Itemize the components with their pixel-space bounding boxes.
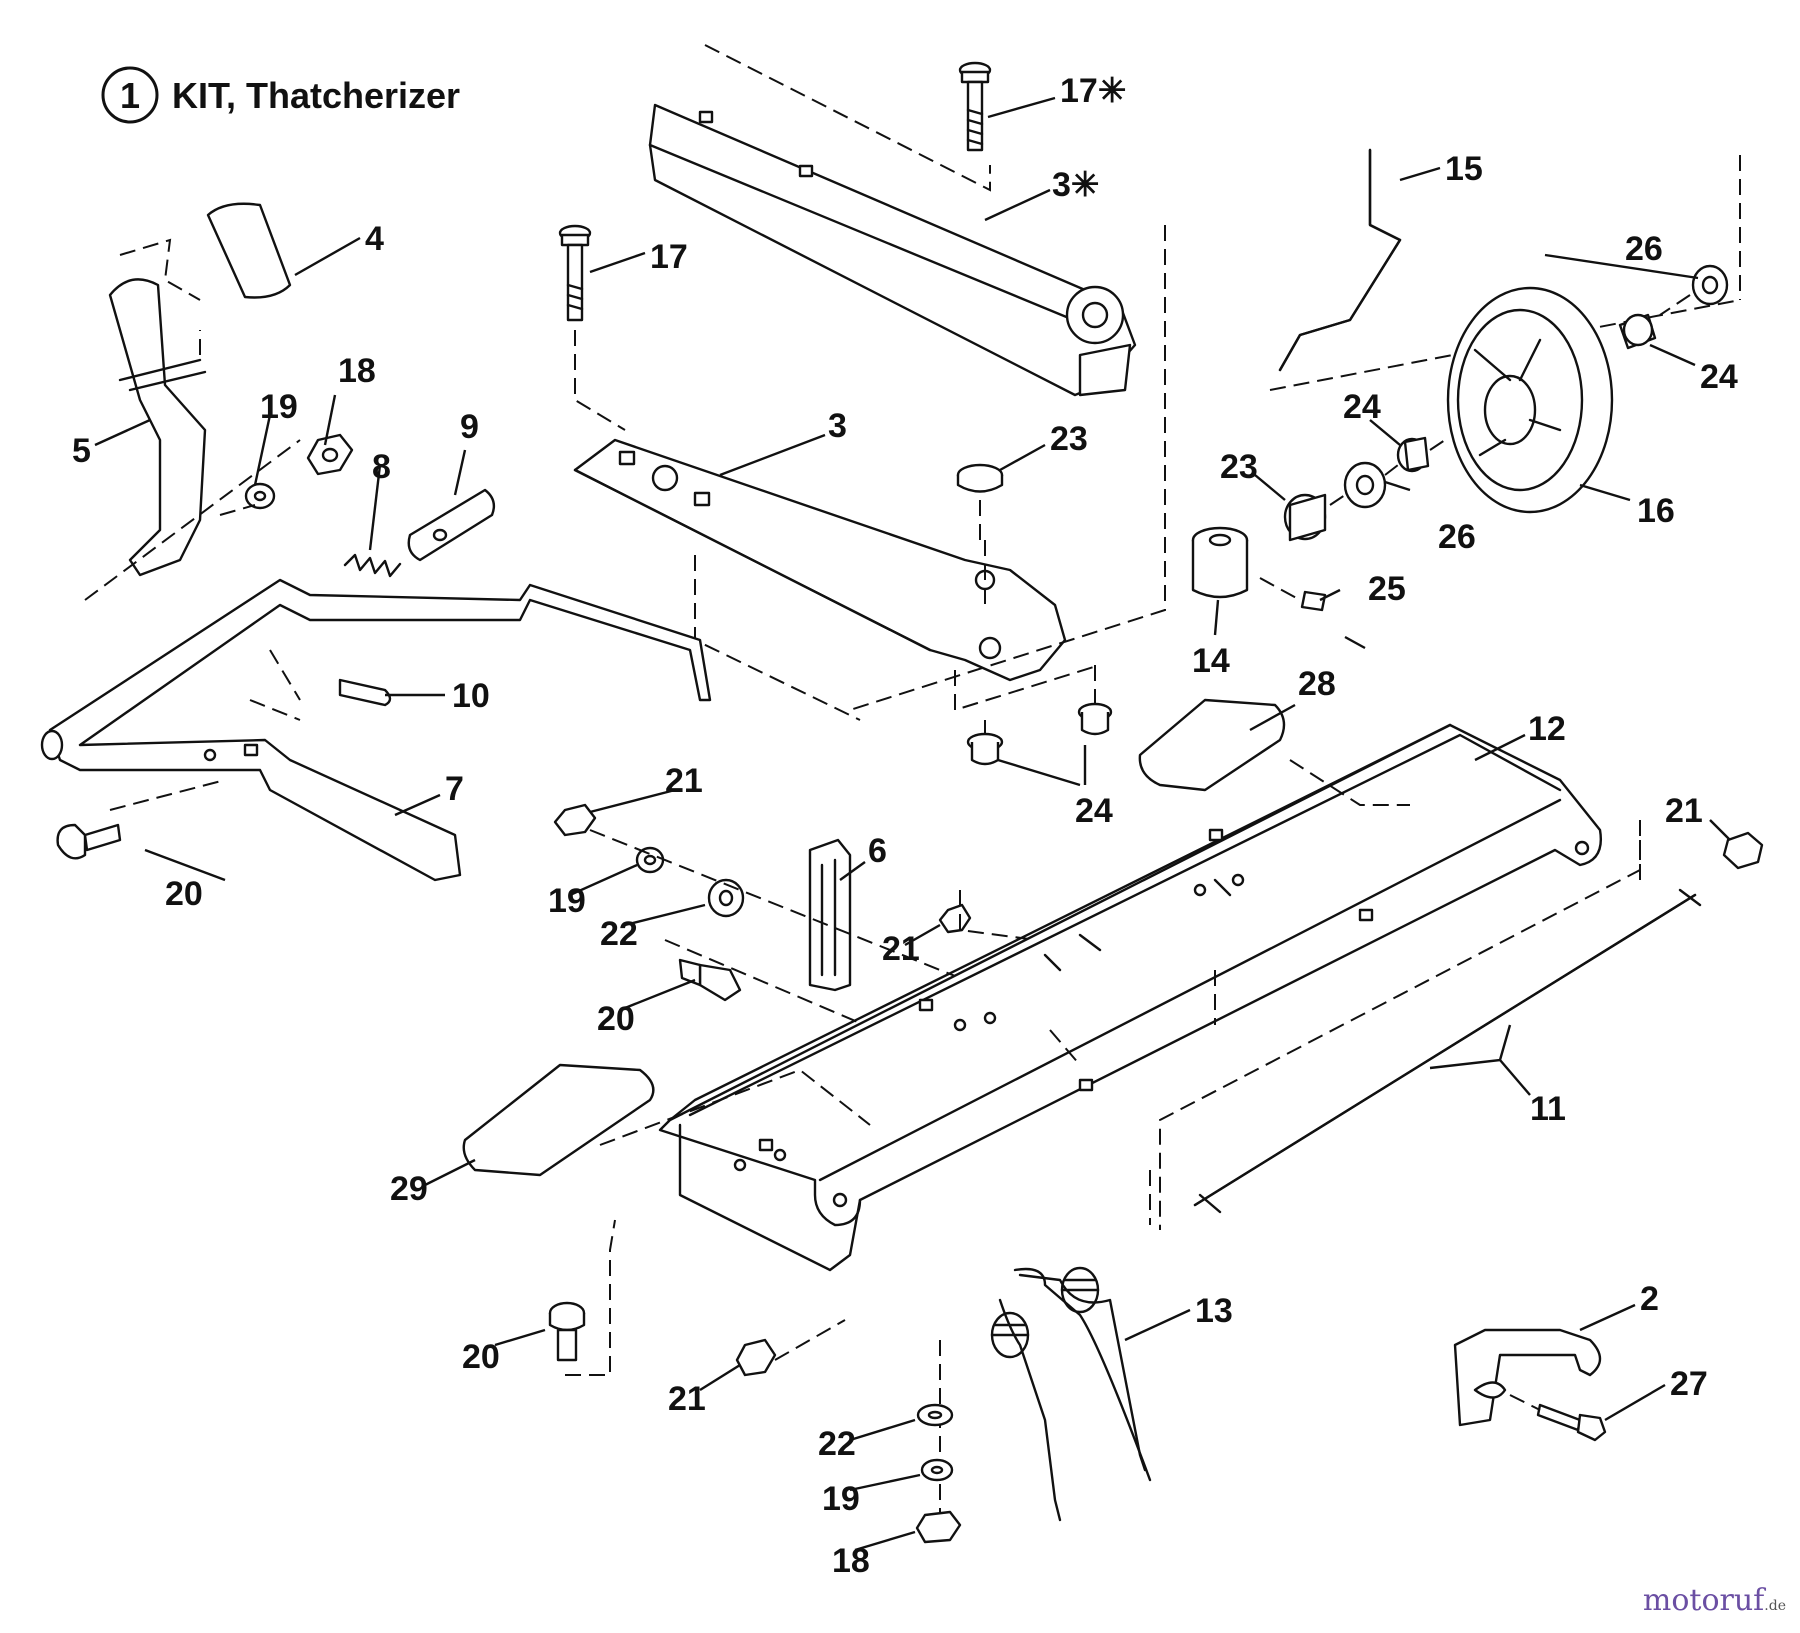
callout-13: 13 [1195, 1292, 1233, 1330]
lower-arm-part [573, 225, 1166, 721]
watermark: motoruf.de [1643, 1583, 1786, 1618]
decal-29 [462, 1063, 871, 1177]
callout-21-right: 21 [1665, 792, 1703, 830]
callout-24-mid: 24 [1343, 388, 1381, 426]
callout-26-upper: 26 [1625, 230, 1663, 268]
callout-22-bottom: 22 [818, 1425, 856, 1463]
bracket-2 [1453, 1328, 1602, 1427]
title-label: KIT, Thatcherizer [172, 75, 460, 116]
upper-arm-part [648, 44, 1137, 397]
bottom-hardware-stack [915, 1403, 962, 1544]
callout-19-center: 19 [548, 882, 586, 920]
callout-24-right: 24 [1700, 358, 1738, 396]
screw-20-left [56, 823, 122, 860]
callout-19-upper: 19 [260, 388, 298, 426]
callout-20-left: 20 [165, 875, 203, 913]
callout-22-center: 22 [600, 915, 638, 953]
callout-5: 5 [72, 432, 91, 470]
spring-8-pin-9 [343, 488, 496, 578]
cap-23-upper [956, 463, 1004, 540]
callout-6: 6 [868, 832, 887, 870]
callout-3-star: 3✳ [1052, 166, 1099, 204]
frame-7 [40, 578, 712, 882]
screw-27 [1509, 1394, 1607, 1442]
callout-15: 15 [1445, 150, 1483, 188]
callout-19-bottom: 19 [822, 1480, 860, 1518]
leaders [94, 96, 1731, 1552]
bolt-17 [558, 224, 626, 431]
callout-29: 29 [390, 1170, 428, 1208]
wheel-16 [1446, 286, 1614, 514]
callout-23-lower: 23 [1220, 448, 1258, 486]
callout-2: 2 [1640, 1280, 1659, 1318]
callout-20-center: 20 [597, 1000, 635, 1038]
callout-17-star: 17✳ [1060, 72, 1126, 110]
callouts: 17✳ 3✳ 4 5 17 3 15 23 26 24 24 23 26 16 … [72, 72, 1738, 1580]
callout-17: 17 [650, 238, 688, 276]
center-hardware [553, 803, 1191, 1041]
callout-21-center: 21 [665, 762, 703, 800]
main-frame-12 [658, 723, 1641, 1272]
callout-12: 12 [1528, 710, 1566, 748]
decal-28 [1138, 698, 1410, 806]
callout-28: 28 [1298, 665, 1336, 703]
nut-21-bottom [735, 1319, 846, 1377]
callout-4: 4 [365, 220, 384, 258]
callout-7: 7 [445, 770, 464, 808]
bolt-17-star [958, 61, 992, 152]
callout-21-bottom: 21 [668, 1380, 706, 1418]
washer-nut-upper-left [84, 433, 354, 601]
callout-3: 3 [828, 407, 847, 445]
callout-18-bottom: 18 [832, 1542, 870, 1580]
callout-27: 27 [1670, 1365, 1708, 1403]
title-number: 1 [120, 75, 140, 116]
callout-9: 9 [460, 408, 479, 446]
bushings-24-lower [966, 665, 1113, 766]
callout-21-mid: 21 [882, 930, 920, 968]
callout-11: 11 [1530, 1090, 1566, 1128]
nut-21-right-and-rod-11 [1149, 820, 1764, 1225]
callout-23-upper: 23 [1050, 420, 1088, 458]
callout-16: 16 [1637, 492, 1675, 530]
callout-14: 14 [1192, 642, 1230, 680]
callout-10: 10 [452, 677, 490, 715]
collar-14 [1191, 526, 1327, 612]
diagram-title: 1 KIT, Thatcherizer [101, 66, 460, 124]
callout-8: 8 [372, 448, 391, 486]
title-number-circle [101, 66, 159, 124]
callout-25: 25 [1368, 570, 1406, 608]
callout-26-lower: 26 [1438, 518, 1476, 556]
watermark-brand: motoruf [1642, 1583, 1765, 1618]
wheel-hardware [1283, 264, 1729, 542]
callout-24-lower: 24 [1075, 792, 1113, 830]
callout-20-bottom: 20 [462, 1338, 500, 1376]
springs-13 [939, 1266, 1152, 1530]
watermark-suffix: .de [1764, 1598, 1786, 1614]
lever-5-and-grip-4 [108, 202, 292, 577]
callout-18-upper: 18 [338, 352, 376, 390]
screw-20-bottom [548, 1219, 616, 1376]
